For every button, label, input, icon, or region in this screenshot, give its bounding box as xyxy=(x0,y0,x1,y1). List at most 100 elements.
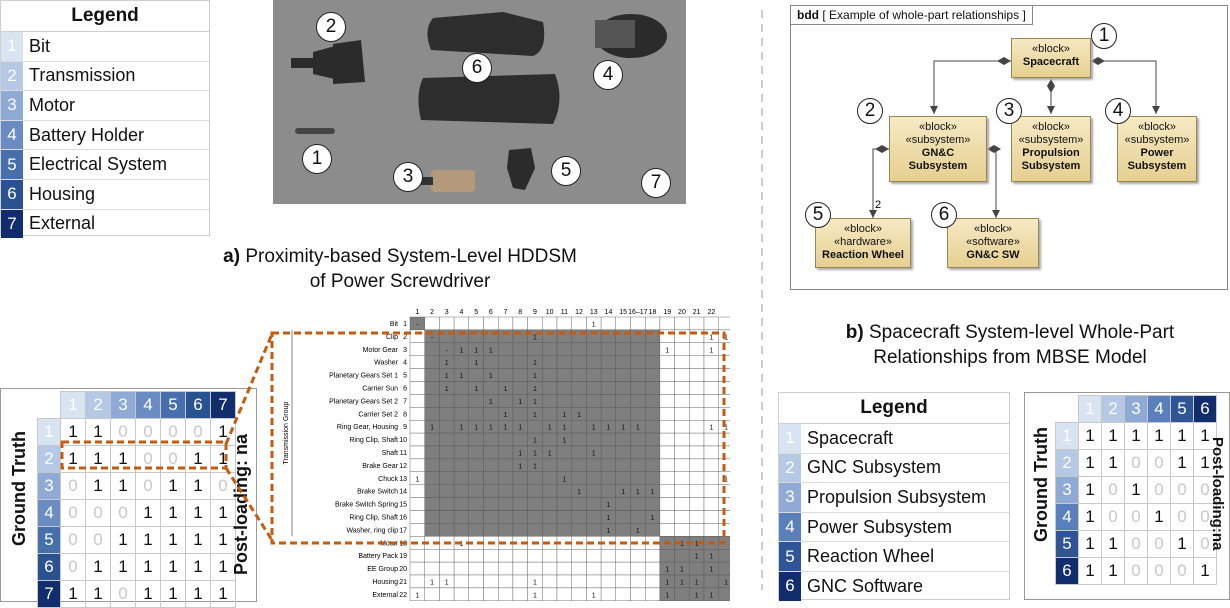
matrix-a-ground-truth-label: Ground Truth xyxy=(9,431,29,546)
dsm-bg-cell xyxy=(439,407,455,421)
dsm-bg-cell xyxy=(424,587,440,601)
dsm-bg-cell xyxy=(512,342,528,356)
dsm-bg-cell xyxy=(439,548,455,563)
dsm-bg-cell xyxy=(439,445,455,460)
dsm-cell-value: 1 xyxy=(621,489,625,496)
legend-a-num: 6 xyxy=(1,179,23,209)
dsm-cell-value: 1 xyxy=(709,592,713,599)
dsm-row-label: Brake Switch Spring xyxy=(335,502,398,509)
dsm-bg-cell xyxy=(409,497,425,511)
dsm-bg-cell xyxy=(586,381,602,395)
dsm-bg-cell xyxy=(674,548,690,563)
dsm-row-number: 8 xyxy=(403,411,407,418)
dsm-bg-cell xyxy=(468,548,484,563)
dsm-bg-cell xyxy=(483,432,499,447)
matrix-row-header: 5 xyxy=(37,526,61,554)
matrix-cell: 0 xyxy=(1101,503,1125,531)
dsm-bg-cell xyxy=(453,561,470,576)
matrix-cell: 1 xyxy=(210,580,236,608)
dsm-bg-cell xyxy=(483,587,499,601)
dsm-cell-value: 1 xyxy=(533,399,537,406)
dsm-cell-value: 1 xyxy=(445,360,449,367)
dsm-bg-cell xyxy=(468,329,484,343)
matrix-cell: 1 xyxy=(85,553,111,581)
dsm-bg-cell xyxy=(571,316,587,331)
bdd-block-stereotype: «block» xyxy=(844,223,882,235)
dsm-col-header: 5 xyxy=(474,309,478,316)
dsm-bg-cell xyxy=(689,523,705,537)
bdd-block-stereotype: «block» xyxy=(1032,43,1070,55)
dsm-bg-cell xyxy=(600,574,617,589)
dsm-bg-cell xyxy=(556,587,572,601)
dsm-col-header: 10 xyxy=(546,309,554,316)
dsm-bg-cell xyxy=(718,536,734,550)
dsm-cell-value: 1 xyxy=(709,554,713,561)
dsm-bg-cell xyxy=(512,484,528,498)
dsm-cell-value: 1 xyxy=(518,463,522,470)
dsm-bg-cell xyxy=(600,316,617,331)
dsm-bg-cell xyxy=(645,342,661,356)
dsm-bg-cell xyxy=(571,342,587,356)
dsm-bg-cell xyxy=(468,445,484,460)
dsm-bg-cell xyxy=(424,458,440,472)
dsm-bg-cell xyxy=(659,497,675,511)
matrix-cell: 0 xyxy=(1147,530,1171,558)
matrix-cell: 0 xyxy=(1193,476,1217,504)
matrix-cell: 0 xyxy=(135,445,161,473)
dsm-bg-cell xyxy=(409,381,425,395)
dsm-row-label: Planetary Gears Set 1 xyxy=(329,373,398,380)
dsm-row-label: Brake Switch xyxy=(357,489,398,496)
dsm-bg-cell xyxy=(409,407,425,421)
legend-a-num: 4 xyxy=(1,120,23,150)
matrix-cell: 0 xyxy=(1170,557,1194,585)
dsm-bg-cell xyxy=(497,355,514,369)
dsm-bg-cell xyxy=(718,381,734,395)
dsm-bg-cell xyxy=(439,419,455,434)
dsm-row-label: Motor Gear xyxy=(363,347,399,354)
matrix-cell: 1 xyxy=(160,526,186,554)
dsm-bg-cell xyxy=(600,445,617,460)
dsm-bg-cell xyxy=(571,419,587,434)
dsm-bg-cell xyxy=(586,523,602,537)
dsm-bg-cell xyxy=(615,536,631,550)
dsm-bg-cell xyxy=(468,574,484,589)
dsm-bg-cell xyxy=(542,561,558,576)
matrix-b-post-loading-label: Post-loading:na xyxy=(1209,437,1226,551)
dsm-bg-cell xyxy=(527,471,543,485)
caption-a-prefix: a) xyxy=(223,246,241,267)
dsm-col-header: 15 xyxy=(619,309,627,316)
dsm-bg-cell xyxy=(600,394,617,408)
dsm-cell-value: 1 xyxy=(592,451,596,458)
dsm-bg-cell xyxy=(409,536,425,550)
dsm-bg-cell xyxy=(689,316,705,331)
dsm-cell-value: 1 xyxy=(592,425,596,432)
dsm-bg-cell xyxy=(571,561,587,576)
dsm-bg-cell xyxy=(718,342,734,356)
dsm-bg-cell xyxy=(468,458,484,472)
legend-b-num: 5 xyxy=(779,542,801,571)
dsm-bg-cell xyxy=(512,548,528,563)
dsm-bg-cell xyxy=(497,432,514,447)
dsm-bg-cell xyxy=(615,587,631,601)
bdd-block-stereotype: «hardware» xyxy=(833,236,893,248)
dsm-cell-value: 1 xyxy=(533,334,537,341)
dsm-bg-cell xyxy=(630,329,646,343)
legend-a-label: Bit xyxy=(29,35,51,56)
dsm-row-label: Battery Pack xyxy=(358,553,398,560)
dsm-row-label: Carrier Set 2 xyxy=(358,411,398,418)
dsm-bg-cell xyxy=(512,316,528,331)
dsm-bg-cell xyxy=(527,497,543,511)
dsm-bg-cell xyxy=(439,471,455,485)
dsm-bg-cell xyxy=(424,342,440,356)
dsm-bg-cell xyxy=(409,574,425,589)
caption-b-line1: Spacecraft System-level Whole-Part xyxy=(863,322,1175,343)
dsm-bg-cell xyxy=(556,368,572,382)
dsm-bg-cell xyxy=(542,536,558,550)
dsm-cell-value: 1 xyxy=(709,334,713,341)
legend-b-label: Spacecraft xyxy=(807,427,894,448)
matrix-cell: 1 xyxy=(85,580,111,608)
